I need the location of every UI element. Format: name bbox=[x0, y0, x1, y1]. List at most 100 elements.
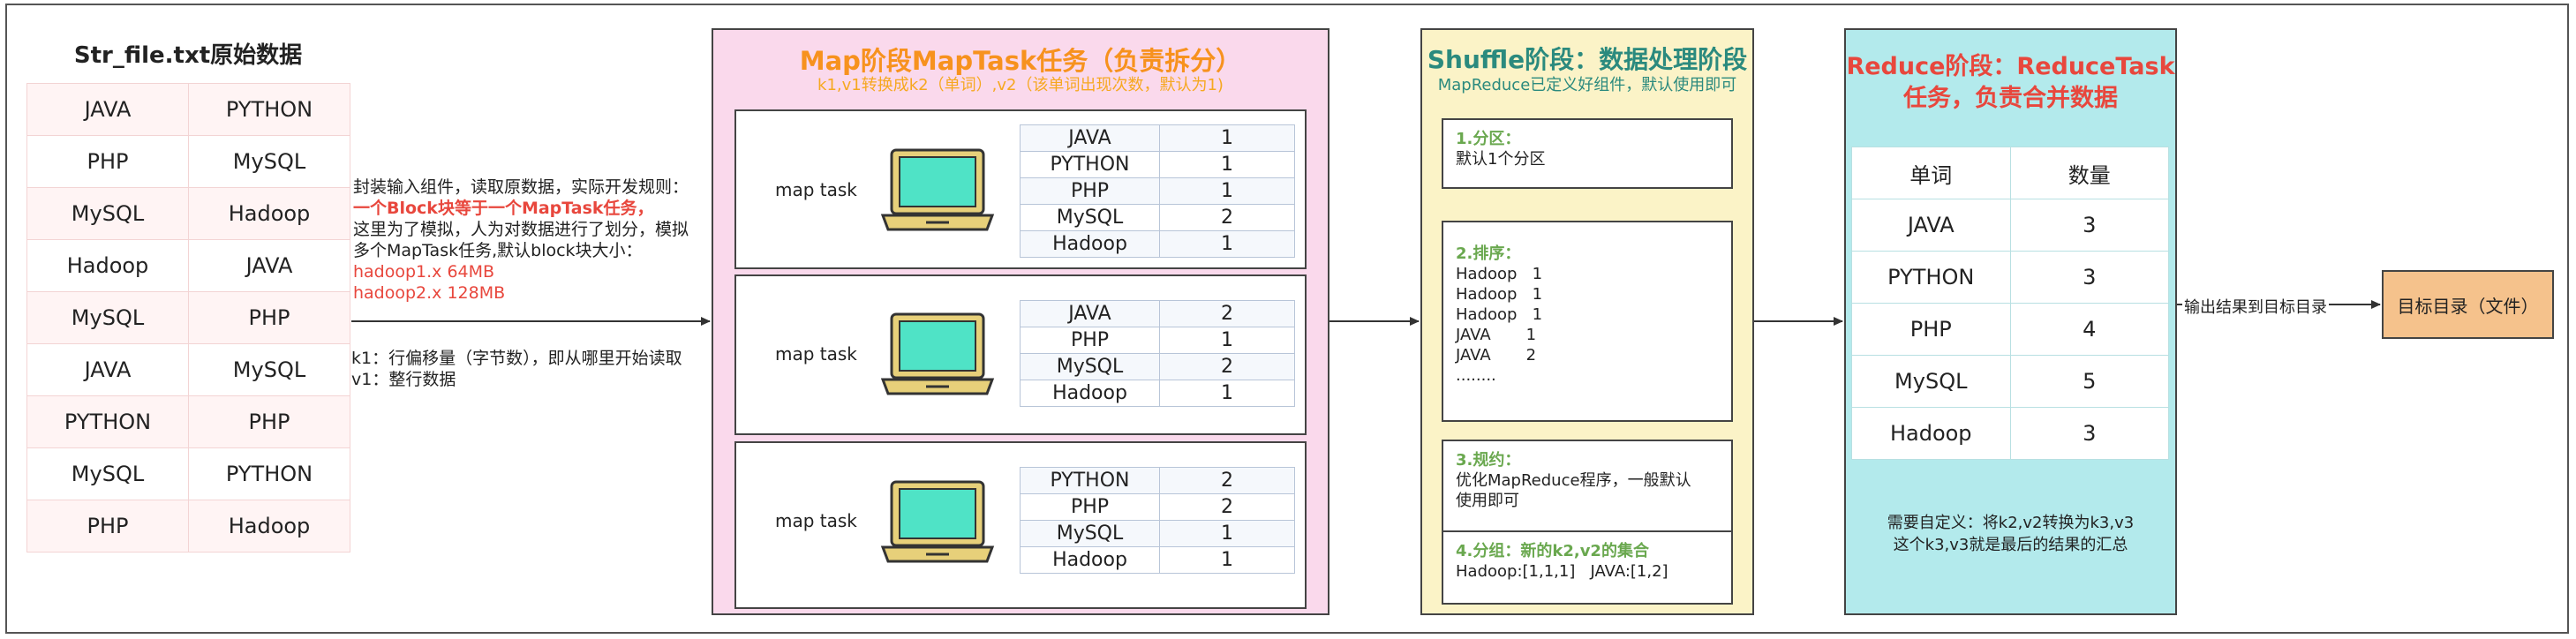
reduce-cell: PYTHON bbox=[1851, 251, 2011, 304]
map-task-label: map task bbox=[775, 343, 857, 365]
laptop-icon bbox=[880, 312, 995, 395]
reduce-note-line: 需要自定义：将k2,v2转换为k3,v3 bbox=[1887, 514, 2135, 532]
reduce-header-cell: 数量 bbox=[2009, 147, 2169, 199]
laptop-icon bbox=[880, 148, 995, 231]
source-cell: Hadoop bbox=[188, 187, 350, 240]
map-task-label: map task bbox=[775, 510, 857, 531]
combine-text: 优化MapReduce程序，一般默认 bbox=[1456, 471, 1691, 490]
kv-value-cell: 1 bbox=[1159, 124, 1295, 152]
group-text: Hadoop:[1,1,1] JAVA:[1,2] bbox=[1456, 562, 1668, 581]
kv-value-cell: 1 bbox=[1159, 230, 1295, 258]
kv-key-cell: MySQL bbox=[1020, 204, 1160, 231]
source-cell: JAVA bbox=[26, 343, 189, 396]
reduce-title-line: 任务，负责合并数据 bbox=[1903, 85, 2118, 112]
source-title: Str_file.txt原始数据 bbox=[73, 42, 303, 69]
kv-key-cell: Hadoop bbox=[1020, 230, 1160, 258]
shuffle-stage-title: Shuffle阶段：数据处理阶段 bbox=[1427, 45, 1748, 74]
source-cell: MySQL bbox=[26, 187, 189, 240]
kv-key-cell: JAVA bbox=[1020, 300, 1160, 327]
partition-heading: 1.分区： bbox=[1456, 130, 1521, 148]
sort-heading: 2.排序： bbox=[1456, 244, 1521, 263]
input-note-hadoop1: hadoop1.x 64MB bbox=[353, 262, 495, 282]
map-stage-subtitle: k1,v1转换成k2（单词）,v2（该单词出现次数，默认为1) bbox=[817, 76, 1224, 94]
sort-line: Hadoop 1 bbox=[1456, 285, 1543, 304]
kv-key-cell: Hadoop bbox=[1020, 546, 1160, 574]
diagram-frame bbox=[5, 4, 2569, 634]
kv-value-cell: 1 bbox=[1159, 327, 1295, 354]
reduce-cell: 3 bbox=[2009, 251, 2169, 304]
kv-value-cell: 1 bbox=[1159, 177, 1295, 205]
sort-box: 2.排序： Hadoop 1 Hadoop 1 Hadoop 1 JAVA 1 … bbox=[1442, 221, 1733, 422]
kv-value-cell: 1 bbox=[1159, 151, 1295, 178]
reduce-note-line: 这个k3,v3就是最后的结果的汇总 bbox=[1893, 536, 2128, 554]
k1-note: k1：行偏移量（字节数），即从哪里开始读取 bbox=[351, 349, 682, 368]
kv-value-cell: 2 bbox=[1159, 300, 1295, 327]
shuffle-stage-subtitle: MapReduce已定义好组件，默认使用即可 bbox=[1437, 76, 1737, 94]
sort-line: ........ bbox=[1456, 366, 1496, 385]
source-cell: PYTHON bbox=[26, 395, 189, 448]
reduce-header-row: 单词数量 bbox=[1851, 147, 2169, 199]
partition-box: 1.分区： 默认1个分区 bbox=[1442, 118, 1733, 189]
reduce-cell: Hadoop bbox=[1851, 407, 2011, 460]
source-cell: MySQL bbox=[188, 343, 350, 396]
laptop-icon bbox=[880, 480, 995, 563]
map-task-label: map task bbox=[775, 179, 857, 200]
reduce-cell: 3 bbox=[2009, 407, 2169, 460]
kv-value-cell: 2 bbox=[1159, 493, 1295, 521]
kv-value-cell: 2 bbox=[1159, 204, 1295, 231]
source-cell: PYTHON bbox=[188, 447, 350, 500]
sort-line: Hadoop 1 bbox=[1456, 265, 1543, 283]
input-note-line: 这里为了模拟，人为对数据进行了划分，模拟 bbox=[353, 220, 689, 239]
output-target-box: 目标目录（文件） bbox=[2382, 270, 2554, 339]
kv-value-cell: 1 bbox=[1159, 380, 1295, 407]
kv-key-cell: PHP bbox=[1020, 177, 1160, 205]
output-target-label: 目标目录（文件） bbox=[2397, 295, 2539, 317]
source-cell: Hadoop bbox=[188, 500, 350, 553]
source-cell: JAVA bbox=[188, 239, 350, 292]
source-cell: PHP bbox=[188, 291, 350, 344]
kv-key-cell: PYTHON bbox=[1020, 151, 1160, 178]
kv-key-cell: MySQL bbox=[1020, 520, 1160, 547]
input-note-hadoop2: hadoop2.x 128MB bbox=[353, 283, 506, 303]
combine-box: 3.规约： 优化MapReduce程序，一般默认 使用即可 bbox=[1442, 440, 1733, 537]
map-stage-title: Map阶段MapTask任务（负责拆分） bbox=[799, 46, 1242, 76]
sort-line: JAVA 1 bbox=[1456, 326, 1537, 344]
kv-key-cell: PYTHON bbox=[1020, 467, 1160, 494]
source-cell: PHP bbox=[26, 500, 189, 553]
kv-value-cell: 2 bbox=[1159, 353, 1295, 380]
combine-text: 使用即可 bbox=[1456, 492, 1519, 510]
v1-note: v1：整行数据 bbox=[351, 370, 456, 389]
kv-key-cell: PHP bbox=[1020, 327, 1160, 354]
source-cell: MySQL bbox=[26, 447, 189, 500]
reduce-cell: 3 bbox=[2009, 199, 2169, 252]
source-cell: PHP bbox=[188, 395, 350, 448]
input-note-rule: 一个Block块等于一个MapTask任务， bbox=[353, 199, 654, 218]
sort-line: JAVA 2 bbox=[1456, 346, 1537, 365]
input-note-line: 封装输入组件，读取原数据，实际开发规则： bbox=[353, 177, 689, 197]
partition-text: 默认1个分区 bbox=[1456, 150, 1546, 169]
kv-key-cell: MySQL bbox=[1020, 353, 1160, 380]
kv-value-cell: 1 bbox=[1159, 546, 1295, 574]
kv-key-cell: Hadoop bbox=[1020, 380, 1160, 407]
